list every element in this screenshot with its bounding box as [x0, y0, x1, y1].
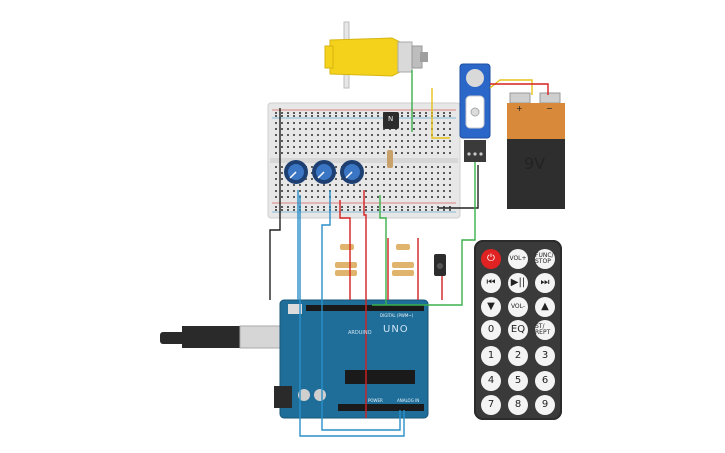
remote-0-button[interactable]: 0 — [481, 320, 501, 340]
remote-9-button[interactable]: 9 — [535, 395, 555, 415]
resistors-right[interactable] — [392, 244, 414, 276]
resistor-breadboard — [387, 150, 393, 168]
arduino-brand-label: ARDUINO — [348, 330, 372, 336]
remote-3-button[interactable]: 3 — [535, 346, 555, 366]
servo-motor[interactable] — [459, 63, 491, 162]
transistor-label: N — [388, 115, 394, 123]
remote-up-button[interactable]: ▲ — [535, 297, 555, 317]
arduino-board[interactable] — [274, 299, 429, 419]
remote-2-button[interactable]: 2 — [508, 346, 528, 366]
remote-prev-button[interactable]: ⏮ — [481, 273, 501, 293]
remote-8-button[interactable]: 8 — [508, 395, 528, 415]
ir-receiver[interactable] — [434, 254, 446, 276]
arduino-digital-label: DIGITAL (PWM~) — [380, 313, 414, 318]
battery-minus-sign: − — [546, 104, 553, 113]
arduino-model-label: UNO — [383, 324, 409, 335]
remote-4-button[interactable]: 4 — [481, 371, 501, 391]
potentiometers[interactable] — [284, 160, 364, 184]
remote-next-button[interactable]: ⏭ — [535, 273, 555, 293]
battery-voltage-label: 9V — [524, 154, 546, 173]
remote-play-pause-button[interactable]: ▶|| — [508, 273, 528, 293]
resistors-left[interactable] — [335, 244, 357, 276]
remote-1-button[interactable]: 1 — [481, 346, 501, 366]
remote-down-button[interactable]: ▼ — [481, 297, 501, 317]
potentiometer-1 — [284, 160, 308, 184]
remote-eq-button[interactable]: EQ — [508, 320, 528, 340]
remote-func-stop-button[interactable]: FUNC/ STOP — [535, 249, 555, 269]
remote-7-button[interactable]: 7 — [481, 395, 501, 415]
wires[interactable] — [269, 70, 549, 437]
remote-vol-down-button[interactable]: VOL- — [508, 297, 528, 317]
arduino-analog-label: ANALOG IN — [397, 398, 420, 403]
potentiometer-3 — [340, 160, 364, 184]
remote-power-button[interactable]: ⏻ — [481, 249, 501, 269]
battery-9v[interactable] — [507, 92, 565, 209]
remote-vol-up-button[interactable]: VOL+ — [508, 249, 528, 269]
transistor[interactable] — [383, 112, 399, 129]
battery-plus-sign: + — [516, 104, 523, 113]
remote-6-button[interactable]: 6 — [535, 371, 555, 391]
usb-cable[interactable] — [160, 325, 291, 349]
arduino-power-label: POWER — [368, 398, 383, 403]
remote-5-button[interactable]: 5 — [508, 371, 528, 391]
remote-st-rept-button[interactable]: ST/ REPT — [535, 320, 555, 340]
potentiometer-2 — [312, 160, 336, 184]
dc-motor[interactable] — [324, 21, 428, 89]
